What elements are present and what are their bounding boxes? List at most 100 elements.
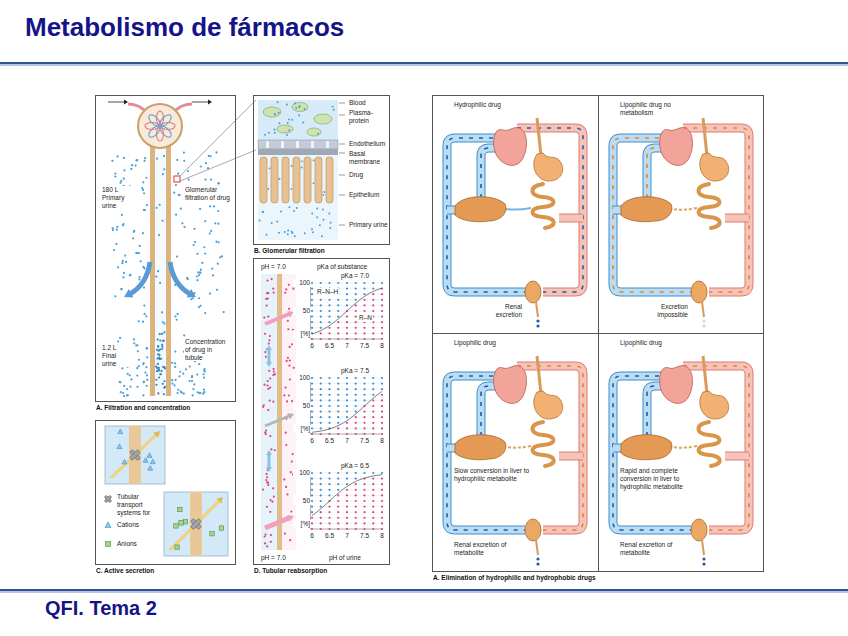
ionization-dot <box>311 528 313 530</box>
ionization-dot <box>372 517 374 519</box>
tubule-lumen <box>261 274 277 550</box>
ionization-dot <box>363 427 365 429</box>
ionization-dot <box>372 489 374 491</box>
portal-vein <box>505 446 531 448</box>
drug-dot <box>146 385 148 387</box>
figure-label: 1.2 L Final urine <box>101 344 133 367</box>
ionization-dot <box>363 282 365 284</box>
drug-dot <box>311 212 313 214</box>
figure-label: Primary urine <box>348 221 389 229</box>
ionization-dot <box>337 394 339 396</box>
plasma-protein <box>314 114 332 124</box>
ionization-dot <box>320 472 322 474</box>
grid-line <box>312 523 382 524</box>
ionization-dot <box>328 511 330 513</box>
drug-dot <box>292 288 294 290</box>
ionization-dot <box>355 472 357 474</box>
ionization-dot <box>355 383 357 385</box>
circulation-scheme <box>447 118 583 328</box>
ionization-dot <box>381 399 383 401</box>
ionization-dot <box>337 316 339 318</box>
drug-dot <box>268 339 270 341</box>
ionization-dot <box>320 405 322 407</box>
grid-line <box>312 299 382 300</box>
ionization-dot <box>381 299 383 301</box>
ionization-dot <box>355 411 357 413</box>
ionization-dot <box>363 522 365 524</box>
ionization-dot <box>355 310 357 312</box>
vessel-edge <box>481 386 497 436</box>
drug-dot <box>204 370 206 372</box>
urine-drop <box>702 557 705 560</box>
drug-dot <box>130 168 132 170</box>
liver <box>621 197 672 222</box>
ionization-dot <box>355 494 357 496</box>
ionization-dot <box>355 288 357 290</box>
vessel <box>725 215 749 222</box>
drug-dot <box>124 254 126 256</box>
ionization-dot <box>311 494 313 496</box>
drug-dot <box>176 159 178 161</box>
vessel-edge <box>481 148 497 198</box>
ionization-dot <box>328 528 330 530</box>
ionization-dot <box>346 377 348 379</box>
drug-dot <box>171 382 173 384</box>
ionization-dot <box>311 411 313 413</box>
ionization-dot <box>355 377 357 379</box>
drug-dot <box>285 444 287 446</box>
ionization-dot <box>337 472 339 474</box>
grid-line <box>312 501 382 502</box>
ionization-dot <box>328 316 330 318</box>
drug-dot <box>136 386 138 388</box>
ionization-dot <box>355 304 357 306</box>
drug-dot <box>201 262 203 264</box>
drug-dot <box>159 333 161 335</box>
stomach <box>700 391 729 419</box>
ionization-dot <box>320 427 322 429</box>
drug-dot <box>286 493 288 495</box>
drug-dot <box>196 253 198 255</box>
drug-dot <box>171 362 173 364</box>
drug-dot <box>269 511 271 513</box>
grid-line <box>312 417 382 418</box>
drug-dot <box>174 315 176 317</box>
ionization-dot <box>346 288 348 290</box>
ionization-dot <box>363 332 365 334</box>
drug-dot <box>299 105 301 107</box>
ionization-dot <box>311 383 313 385</box>
plasma-protein <box>307 128 321 136</box>
drug-dot <box>215 241 217 243</box>
drug-dot <box>140 260 142 262</box>
tubule-cell <box>190 492 202 556</box>
reabsorption-arrow <box>130 262 150 294</box>
ionization-dot <box>355 522 357 524</box>
kidney <box>691 281 707 303</box>
drug-dot <box>265 430 267 432</box>
ionization-dot <box>337 332 339 334</box>
ionization-dot <box>311 489 313 491</box>
circulation-scheme <box>613 356 749 566</box>
ionization-dot <box>311 427 313 429</box>
grid-line <box>312 378 382 379</box>
anion-symbol <box>175 545 179 549</box>
drug-dot <box>283 394 285 396</box>
drug-dot <box>192 394 194 396</box>
ionization-dot <box>328 416 330 418</box>
ionization-dot <box>363 511 365 513</box>
drug-dot <box>159 349 161 351</box>
drug-dot <box>197 271 199 273</box>
drug-marks <box>517 366 583 530</box>
capillary-loop <box>147 113 162 128</box>
drug-dot <box>159 339 161 341</box>
drug-dot <box>138 278 140 280</box>
ionization-dot <box>320 522 322 524</box>
ionization-dot <box>381 528 383 530</box>
drug-marks <box>683 128 749 292</box>
drug-dot <box>125 261 127 263</box>
ionization-dot <box>328 383 330 385</box>
ionization-dot <box>346 494 348 496</box>
grid-line <box>312 484 382 485</box>
ionization-dot <box>311 511 313 513</box>
ionization-dot <box>381 332 383 334</box>
ureter <box>702 540 704 555</box>
